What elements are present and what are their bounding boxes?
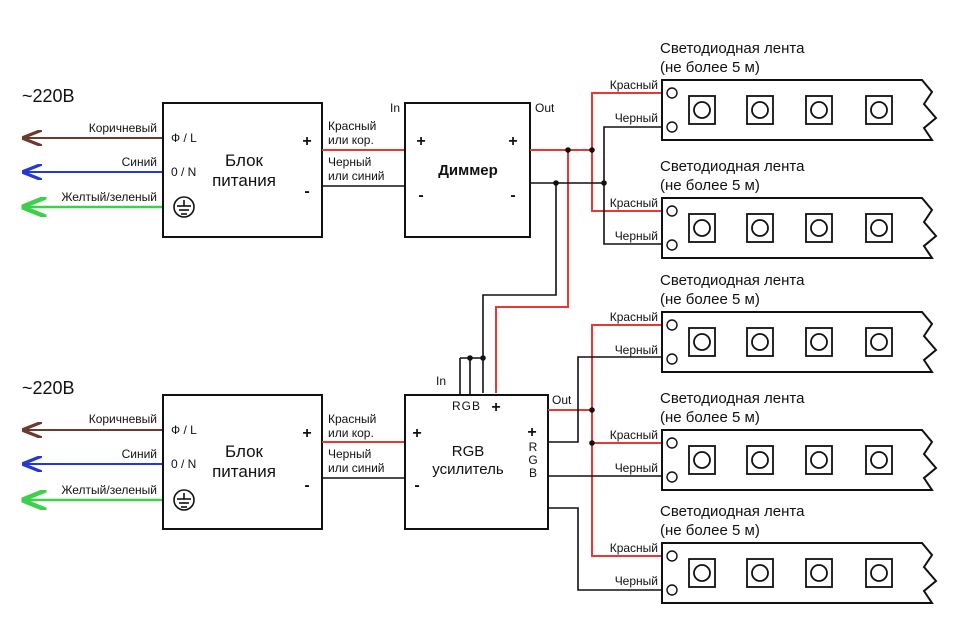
strip-title-line1: Светодиодная лента bbox=[660, 503, 805, 520]
psu-minus-sign: - bbox=[304, 183, 309, 200]
psu-phase-label-2: Ф / L bbox=[171, 423, 197, 437]
psu-out-red-line2-2: или кор. bbox=[328, 426, 374, 440]
strip-red-label: Красный bbox=[610, 541, 658, 555]
dimmer-plus-out: + bbox=[508, 133, 517, 150]
rgb-title-line2: усилитель bbox=[432, 461, 504, 478]
strip-black-label: Черный bbox=[615, 574, 658, 588]
rgb-out-r: R bbox=[529, 440, 538, 454]
strip-title-line1: Светодиодная лента bbox=[660, 390, 805, 407]
rgb-minus-in: - bbox=[414, 477, 419, 494]
psu-out-black-line1-2: Черный bbox=[328, 447, 371, 461]
psu-out-red-line2: или кор. bbox=[328, 133, 374, 147]
psu-neutral-label: 0 / N bbox=[171, 165, 196, 179]
strip-red-label: Красный bbox=[610, 78, 658, 92]
psu-plus-sign: + bbox=[302, 133, 311, 150]
rgb-out-plus-sign: + bbox=[527, 424, 536, 441]
strip-red-label: Красный bbox=[610, 196, 658, 210]
strip-black-label: Черный bbox=[615, 461, 658, 475]
dimmer-minus-in: - bbox=[418, 187, 423, 204]
rgb-output-wiring bbox=[548, 324, 668, 591]
rgb-in-pins-label: RGB bbox=[452, 399, 481, 413]
dimmer-title: Диммер bbox=[438, 162, 498, 179]
strip-black-label: Черный bbox=[615, 229, 658, 243]
top-group: ~220В Коричневый Синий Желтый/зеленый Ф … bbox=[22, 86, 668, 393]
strip-red-label: Красный bbox=[610, 428, 658, 442]
psu-out-black-line2: или синий bbox=[328, 169, 384, 183]
wire-label-ground: Желтый/зеленый bbox=[61, 190, 157, 204]
dimmer-minus-out: - bbox=[510, 187, 515, 204]
rgb-in-plus-sign: + bbox=[491, 399, 500, 416]
dimmer-in-label: In bbox=[390, 101, 400, 115]
rgb-title-line1: RGB bbox=[452, 443, 485, 460]
strip-title-line1: Светодиодная лента bbox=[660, 272, 805, 289]
psu-plus-sign-2: + bbox=[302, 425, 311, 442]
wire-label-blue: Синий bbox=[122, 155, 157, 169]
led-strip: Светодиодная лента (не более 5 м) Красны… bbox=[610, 40, 938, 141]
dimmer-box bbox=[404, 102, 531, 238]
wire-label-brown: Коричневый bbox=[89, 121, 157, 135]
psu-neutral-label-2: 0 / N bbox=[171, 457, 196, 471]
led-strip: Светодиодная лента (не более 5 м) Красны… bbox=[610, 158, 938, 259]
psu-out-black-line2-2: или синий bbox=[328, 461, 384, 475]
wire-label-brown-2: Коричневый bbox=[89, 412, 157, 426]
rgb-amplifier-box bbox=[404, 394, 549, 530]
psu-out-black-line1: Черный bbox=[328, 155, 371, 169]
psu-title-line2: питания bbox=[212, 171, 276, 190]
led-strip: Светодиодная лента (не более 5 м) Красны… bbox=[610, 390, 938, 491]
bottom-group: ~220В Коричневый Синий Желтый/зеленый Ф … bbox=[22, 324, 668, 591]
rgb-input-wiring bbox=[459, 355, 486, 395]
rgb-in-label: In bbox=[436, 374, 446, 388]
strip-black-label: Черный bbox=[615, 343, 658, 357]
strip-red-label: Красный bbox=[610, 310, 658, 324]
psu-out-red-line1-2: Красный bbox=[328, 412, 376, 426]
rgb-plus-in: + bbox=[412, 425, 421, 442]
power-supply-box-2 bbox=[162, 394, 323, 530]
mains-voltage-label-2: ~220В bbox=[22, 378, 75, 398]
psu-title-line1-2: Блок bbox=[225, 442, 264, 461]
psu-phase-label: Ф / L bbox=[171, 131, 197, 145]
rgb-out-g: G bbox=[528, 453, 537, 467]
dimmer-out-label: Out bbox=[535, 101, 555, 115]
led-strip: Светодиодная лента (не более 5 м) Красны… bbox=[610, 272, 938, 373]
strip-title-line2: (не более 5 м) bbox=[660, 409, 760, 426]
strip-title-line2: (не более 5 м) bbox=[660, 291, 760, 308]
strip-title-line2: (не более 5 м) bbox=[660, 177, 760, 194]
ground-symbol-icon bbox=[173, 196, 195, 218]
ground-symbol-icon-2 bbox=[173, 489, 195, 511]
strip-title-line1: Светодиодная лента bbox=[660, 40, 805, 57]
psu-title-line2-2: питания bbox=[212, 462, 276, 481]
strip-title-line2: (не более 5 м) bbox=[660, 59, 760, 76]
rgb-out-b: B bbox=[529, 466, 537, 480]
mains-voltage-label: ~220В bbox=[22, 86, 75, 106]
dimmer-output-wiring bbox=[482, 92, 668, 393]
psu-title-line1: Блок bbox=[225, 151, 264, 170]
psu-minus-sign-2: - bbox=[304, 477, 309, 494]
wire-label-ground-2: Желтый/зеленый bbox=[61, 483, 157, 497]
dimmer-plus-in: + bbox=[416, 133, 425, 150]
led-strip: Светодиодная лента (не более 5 м) Красны… bbox=[610, 503, 938, 604]
strip-title-line1: Светодиодная лента bbox=[660, 158, 805, 175]
strip-title-line2: (не более 5 м) bbox=[660, 522, 760, 539]
strip-black-label: Черный bbox=[615, 111, 658, 125]
rgb-out-label: Out bbox=[552, 393, 572, 407]
psu-out-red-line1: Красный bbox=[328, 119, 376, 133]
wire-label-blue-2: Синий bbox=[122, 447, 157, 461]
